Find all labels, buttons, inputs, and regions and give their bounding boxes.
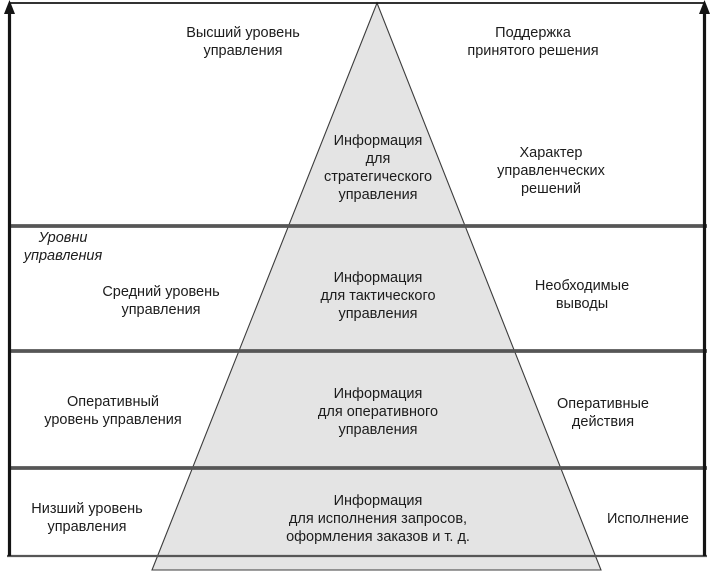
label-top-management-level: Высший уровень управления xyxy=(186,25,300,59)
label-middle-management-level: Средний уровень управления xyxy=(102,284,220,318)
label-lower-management-level: Низший уровень управления xyxy=(31,501,143,535)
left-axis-arrow-up-icon xyxy=(4,0,15,14)
label-necessary-conclusions: Необходимые выводы xyxy=(534,278,630,312)
pyramid-shape xyxy=(151,1,602,571)
axis-label-management-levels: Уровни управления xyxy=(23,230,103,264)
label-execution: Исполнение xyxy=(607,511,689,527)
pyramid-label-execution-information: Информация для исполнения запросов, офор… xyxy=(286,493,470,545)
label-operational-management-level: Оперативный уровень управления xyxy=(44,394,182,428)
label-decision-support: Поддержка принятого решения xyxy=(467,25,599,59)
label-decision-nature: Характер управленческих решений xyxy=(497,145,605,197)
right-axis-arrow-up-icon xyxy=(699,0,710,14)
pyramid-label-tactical-information: Информация для тактического управления xyxy=(320,270,436,322)
pyramid-label-strategic-information: Информация для стратегического управлени… xyxy=(323,133,433,203)
pyramid-label-operational-information: Информация для оперативного управления xyxy=(317,386,439,438)
label-operational-actions: Оперативные действия xyxy=(557,396,649,430)
